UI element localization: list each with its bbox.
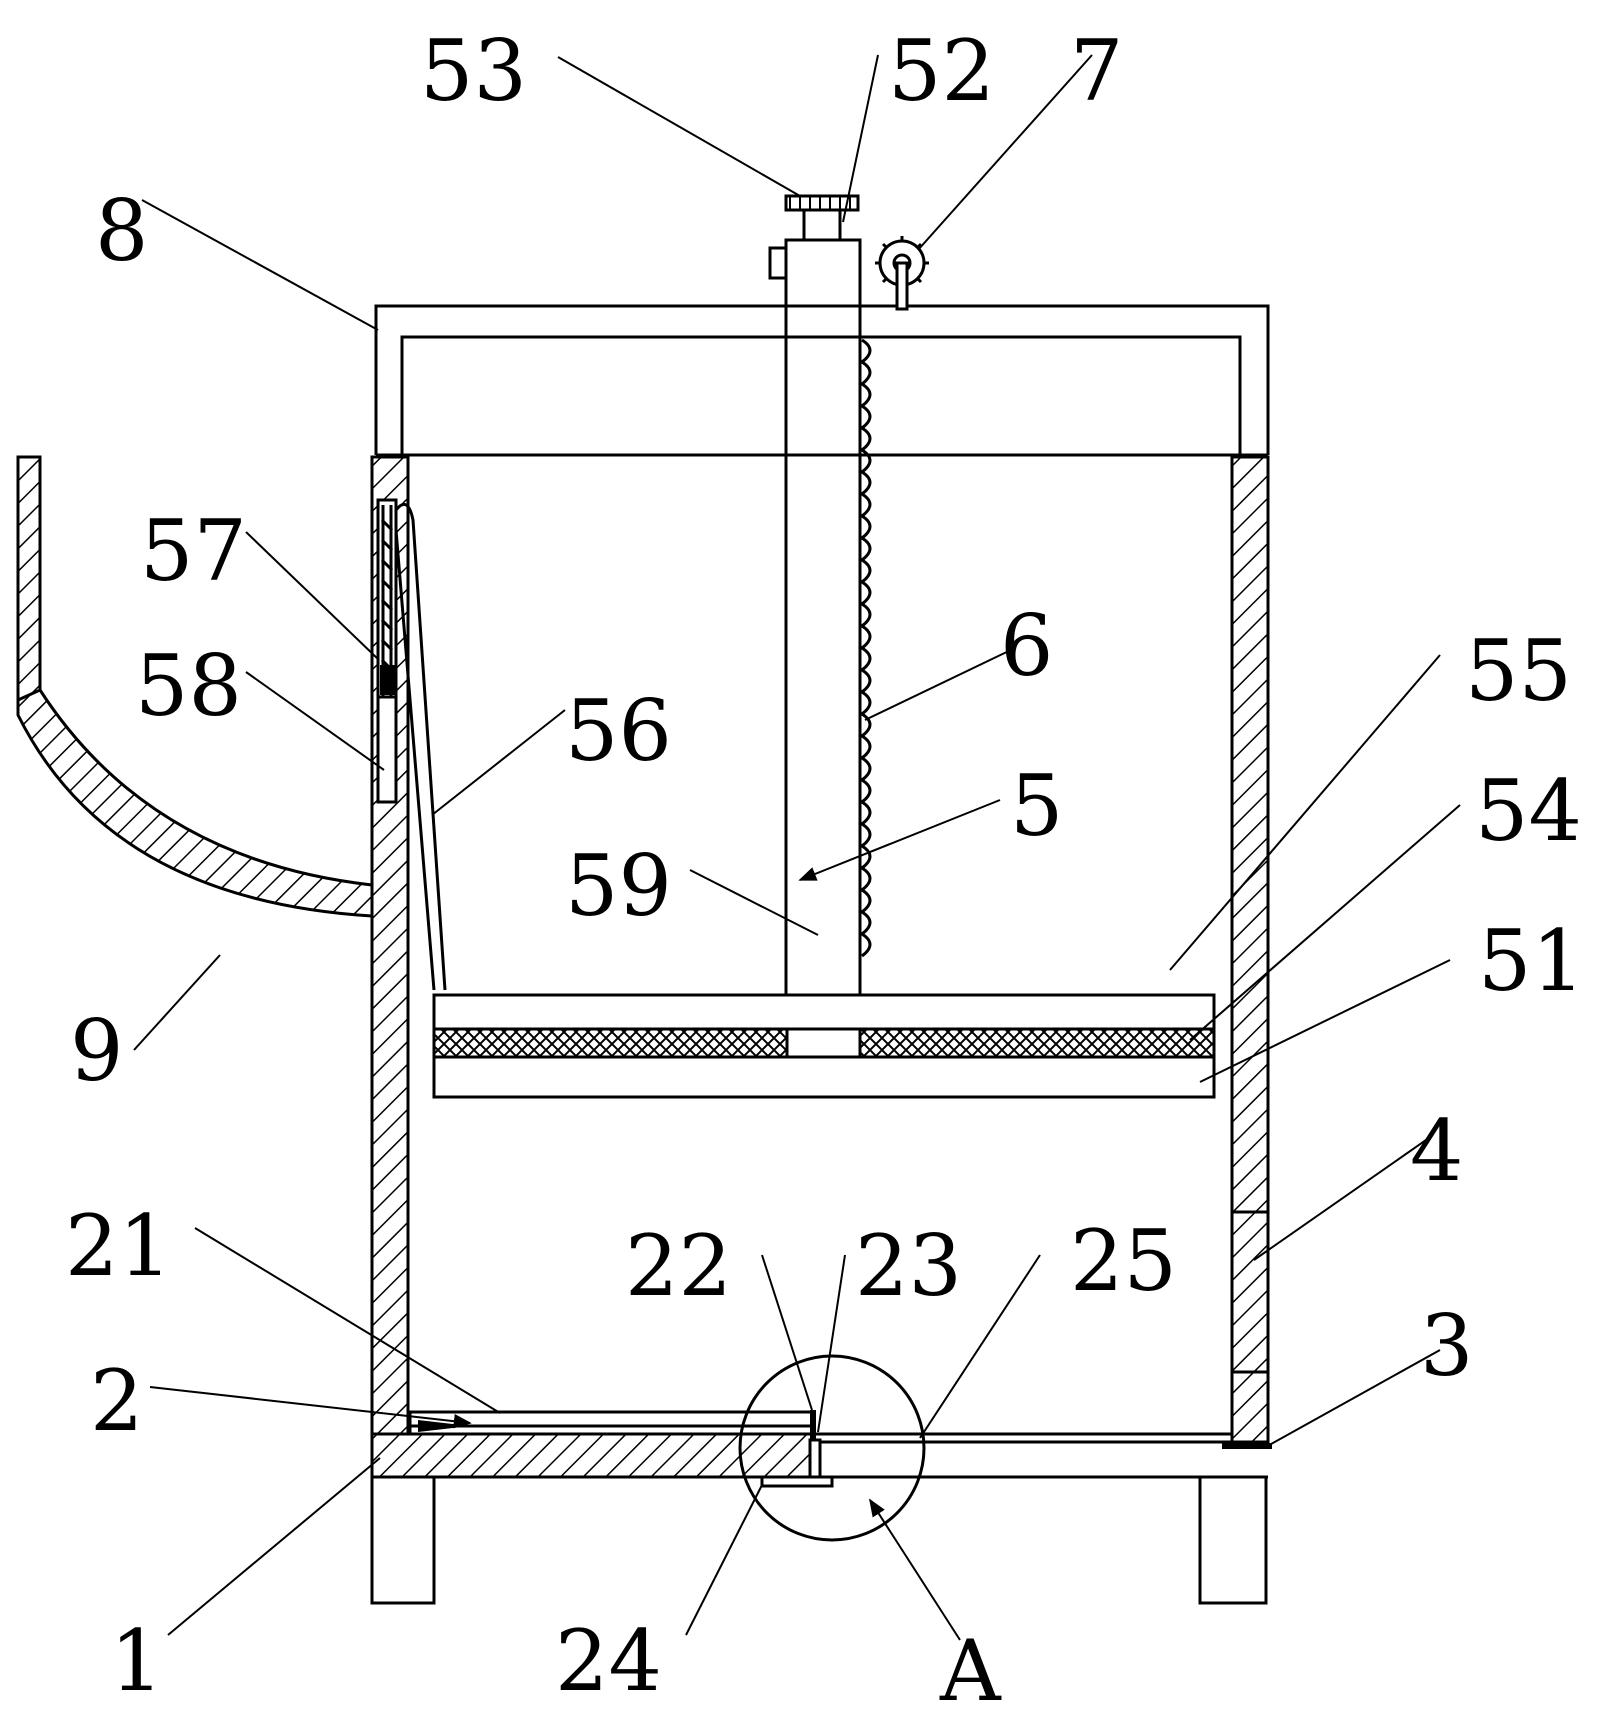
label-59: 59: [565, 837, 672, 935]
part-labels: 53 52 7 8 57 58 56 6 55 54 5 59 51 9 4 2…: [65, 22, 1585, 1709]
label-25: 25: [1070, 1212, 1177, 1310]
side-hopper: [16, 455, 374, 918]
label-1: 1: [110, 1612, 163, 1709]
label-3: 3: [1420, 1297, 1473, 1395]
top-frame: [374, 304, 1270, 455]
label-9: 9: [70, 1002, 123, 1100]
label-5: 5: [1010, 757, 1063, 855]
label-8: 8: [95, 182, 148, 280]
label-A: A: [939, 1622, 1002, 1709]
label-7: 7: [1070, 22, 1123, 120]
label-58: 58: [135, 637, 242, 735]
label-21: 21: [65, 1197, 172, 1295]
filter-plates: [432, 993, 1216, 1099]
label-55: 55: [1465, 622, 1572, 720]
label-57: 57: [140, 502, 247, 600]
label-22: 22: [625, 1217, 732, 1315]
legs: [370, 1475, 1268, 1605]
label-52: 52: [888, 22, 995, 120]
label-6: 6: [1000, 597, 1053, 695]
bottom-valve: [408, 1354, 926, 1542]
label-54: 54: [1475, 762, 1582, 860]
label-51: 51: [1478, 912, 1585, 1010]
label-24: 24: [555, 1612, 662, 1709]
central-shaft: [784, 245, 872, 995]
label-4: 4: [1410, 1102, 1463, 1200]
label-23: 23: [855, 1217, 962, 1315]
tank-body: [370, 453, 1272, 1479]
scraper-assembly: [376, 498, 447, 991]
drive-unit: [768, 194, 929, 311]
label-56: 56: [565, 682, 672, 780]
leader-lines: [133, 54, 1461, 1641]
label-53: 53: [420, 22, 527, 120]
label-2: 2: [90, 1352, 143, 1450]
